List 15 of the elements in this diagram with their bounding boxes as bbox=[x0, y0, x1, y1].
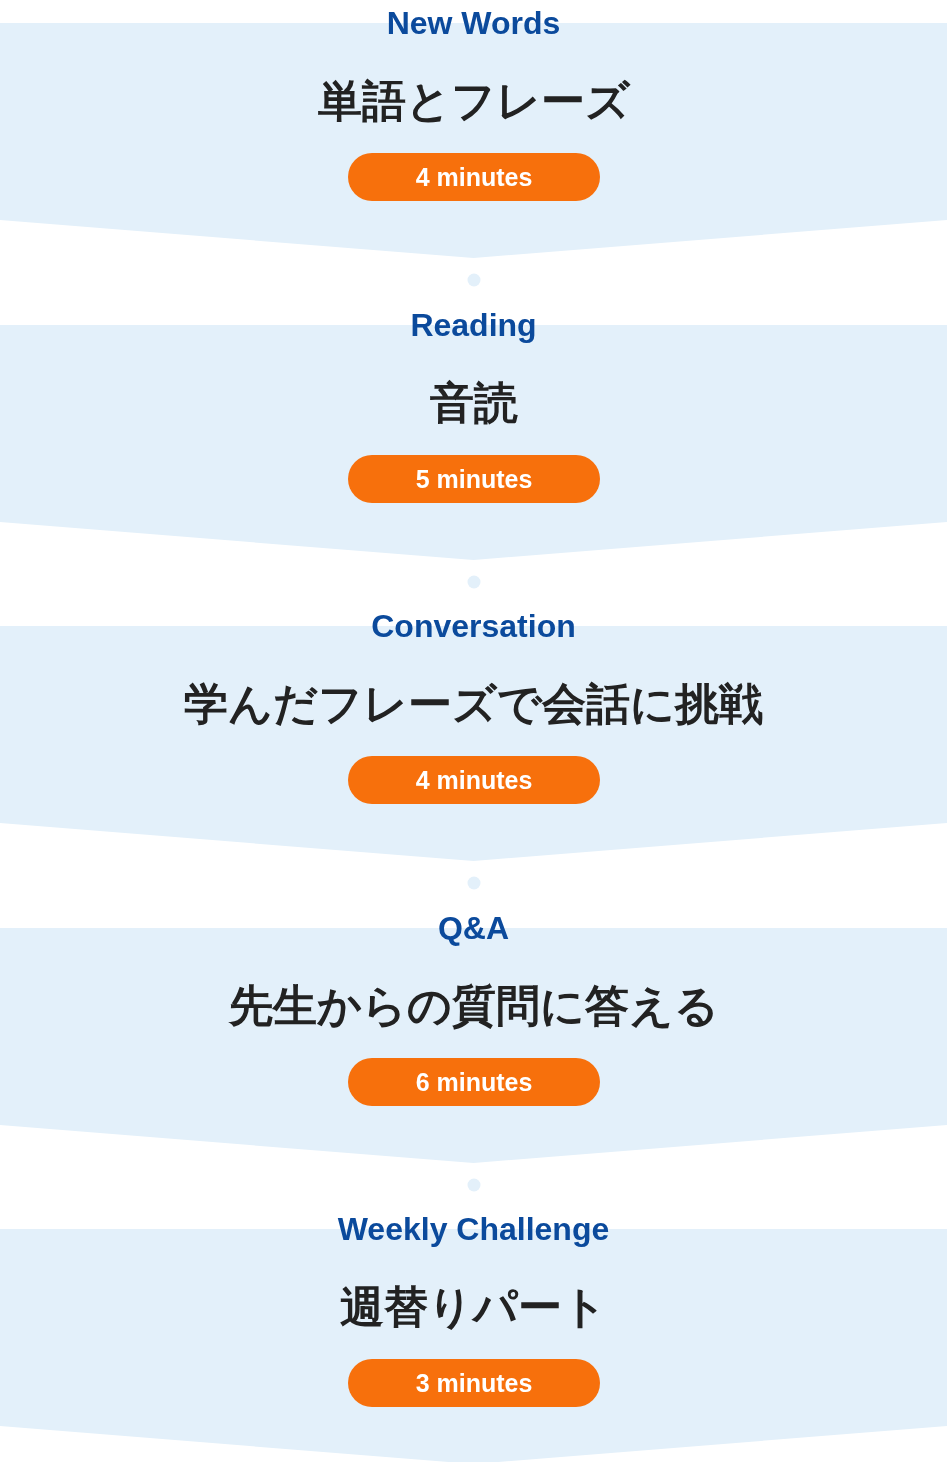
duration-badge: 5 minutes bbox=[348, 454, 600, 503]
section-heading: Reading bbox=[409, 305, 538, 345]
section-heading: Conversation bbox=[370, 607, 577, 646]
section-title: 先生からの質問に答える bbox=[227, 979, 720, 1032]
section-heading: New Words bbox=[385, 4, 562, 43]
section-title: 学んだフレーズで会話に挑戦 bbox=[183, 678, 764, 730]
section-title: 単語とフレーズ bbox=[316, 75, 632, 127]
duration-badge: 3 minutes bbox=[348, 1359, 600, 1407]
duration-badge: 4 minutes bbox=[348, 756, 600, 804]
section-title: 週替りパート bbox=[339, 1281, 608, 1333]
section-title: 音読 bbox=[428, 376, 519, 429]
section-heading: Q&A bbox=[436, 908, 511, 948]
duration-badge: 6 minutes bbox=[348, 1057, 600, 1106]
section-heading: Weekly Challenge bbox=[336, 1210, 611, 1249]
duration-badge: 4 minutes bbox=[348, 153, 600, 201]
